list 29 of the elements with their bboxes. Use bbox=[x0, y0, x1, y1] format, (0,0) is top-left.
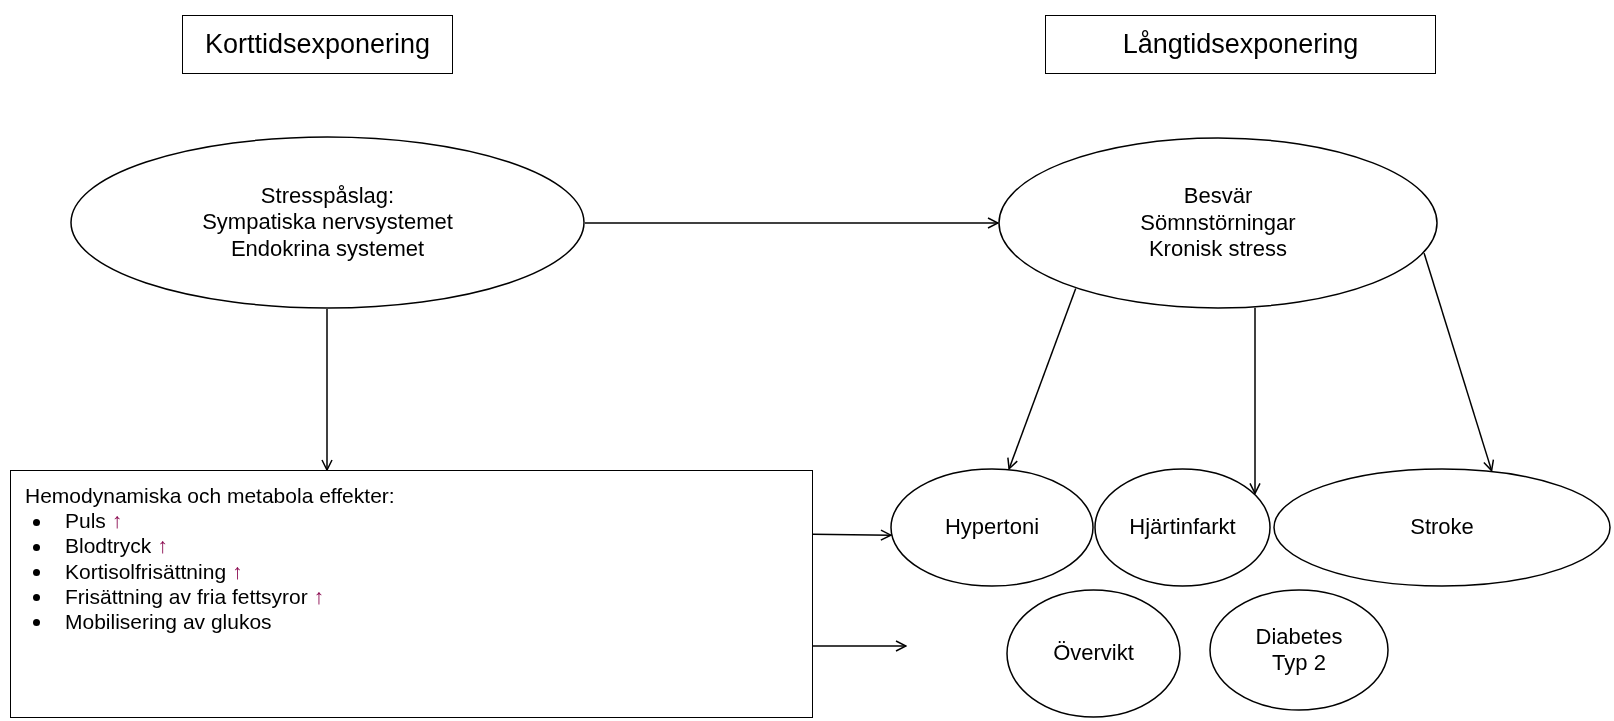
arrow bbox=[812, 529, 892, 541]
arrow bbox=[1007, 287, 1077, 470]
node-label: Korttidsexponering bbox=[204, 28, 431, 61]
node-label: Endokrina systemet bbox=[230, 235, 425, 263]
bullet-item: Mobilisering av glukos bbox=[25, 608, 325, 635]
arrow bbox=[584, 217, 999, 229]
arrow bbox=[812, 640, 907, 652]
node-label: Kronisk stress bbox=[1148, 236, 1288, 263]
node-label: Hypertoni bbox=[944, 514, 1040, 541]
node-label: Långtidsexponering bbox=[1122, 28, 1359, 61]
node-label: Besvär bbox=[1183, 183, 1253, 210]
arrow bbox=[1423, 252, 1495, 472]
box-heading: Hemodynamiska och metabola effekter: bbox=[25, 483, 395, 509]
node-label: Diabetes Typ 2 bbox=[1254, 623, 1344, 677]
node-label: Övervikt bbox=[1053, 640, 1134, 667]
node-label: Sömnstörningar bbox=[1140, 209, 1296, 237]
node-label: Sympatiska nervsystemet bbox=[202, 209, 453, 236]
node-label: Stroke bbox=[1410, 514, 1474, 541]
arrow bbox=[1249, 307, 1261, 495]
arrow bbox=[321, 308, 333, 471]
bullet-item: Blodtryck ↑ bbox=[25, 533, 325, 559]
effects-box bbox=[10, 470, 813, 718]
node-label: Hjärtinfarkt bbox=[1129, 514, 1236, 541]
bullet-item: Frisättning av fria fettsyror ↑ bbox=[25, 583, 325, 609]
bullet-item: Kortisolfrisättning ↑ bbox=[25, 558, 325, 584]
heading-box bbox=[182, 15, 453, 74]
node-label: Stresspåslag: bbox=[260, 182, 395, 210]
bullet-item: Puls ↑ bbox=[25, 508, 325, 534]
heading-box bbox=[1045, 15, 1436, 74]
